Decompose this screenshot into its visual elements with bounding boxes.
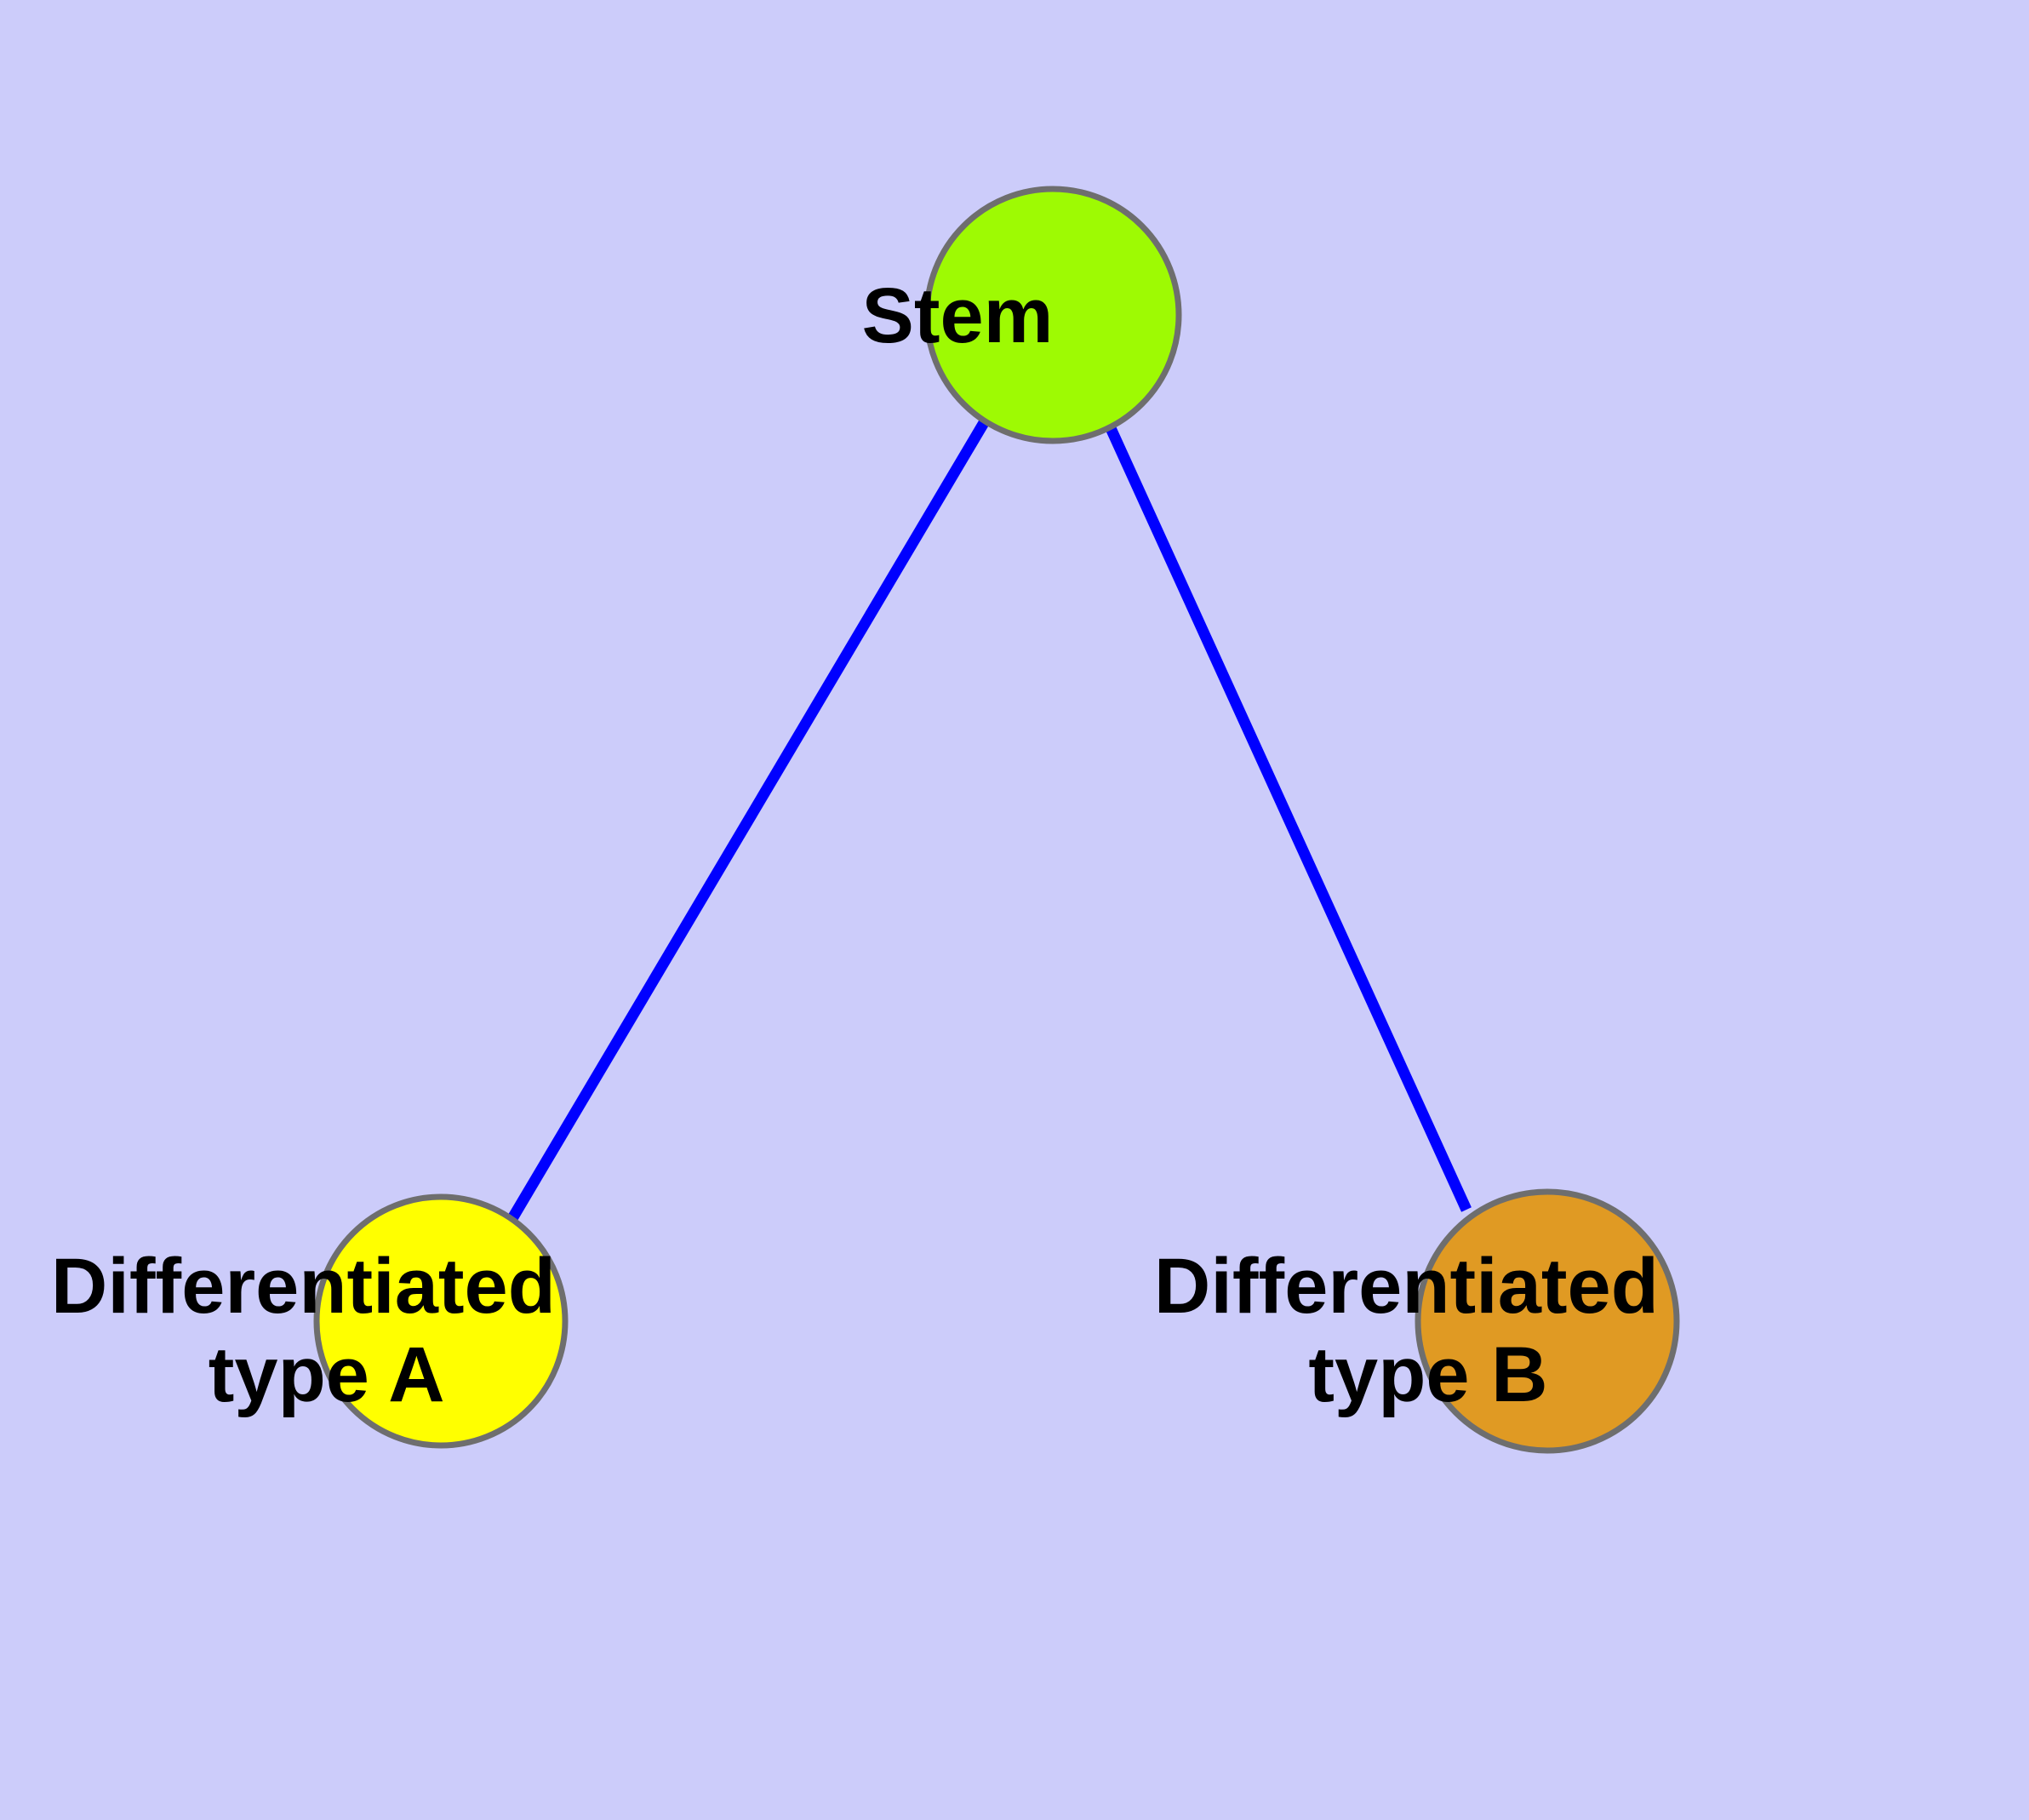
node-label-differentiated-type-a: Differentiated type A (51, 1243, 795, 1418)
node-label-line1-differentiated-type-a: Differentiated (51, 1243, 556, 1330)
node-label-differentiated-type-b: Differentiated type B (1154, 1243, 1898, 1418)
node-layer: Differentiated type A Differentiated typ… (51, 186, 1898, 1454)
node-label-line1-differentiated-type-b: Differentiated (1154, 1243, 1659, 1330)
node-differentiated-type-a[interactable]: Differentiated type A (51, 1193, 795, 1449)
node-label-line2-differentiated-type-b: type B (1308, 1331, 1547, 1418)
node-stem[interactable]: Stem (861, 186, 1249, 444)
node-label-line2-differentiated-type-a: type A (209, 1331, 443, 1418)
edge-stem-to-differentiated-type-b[interactable] (1106, 426, 1472, 1212)
node-circle-stem[interactable] (923, 186, 1182, 444)
node-label-line1-stem: Stem (861, 272, 1053, 359)
node-circle-differentiated-type-a[interactable] (313, 1193, 569, 1449)
edge-layer (506, 418, 1472, 1223)
edge-stem-to-differentiated-type-a[interactable] (506, 418, 990, 1223)
node-label-stem: Stem (861, 272, 1249, 359)
node-circle-differentiated-type-b[interactable] (1415, 1188, 1680, 1454)
node-differentiated-type-b[interactable]: Differentiated type B (1154, 1188, 1898, 1454)
